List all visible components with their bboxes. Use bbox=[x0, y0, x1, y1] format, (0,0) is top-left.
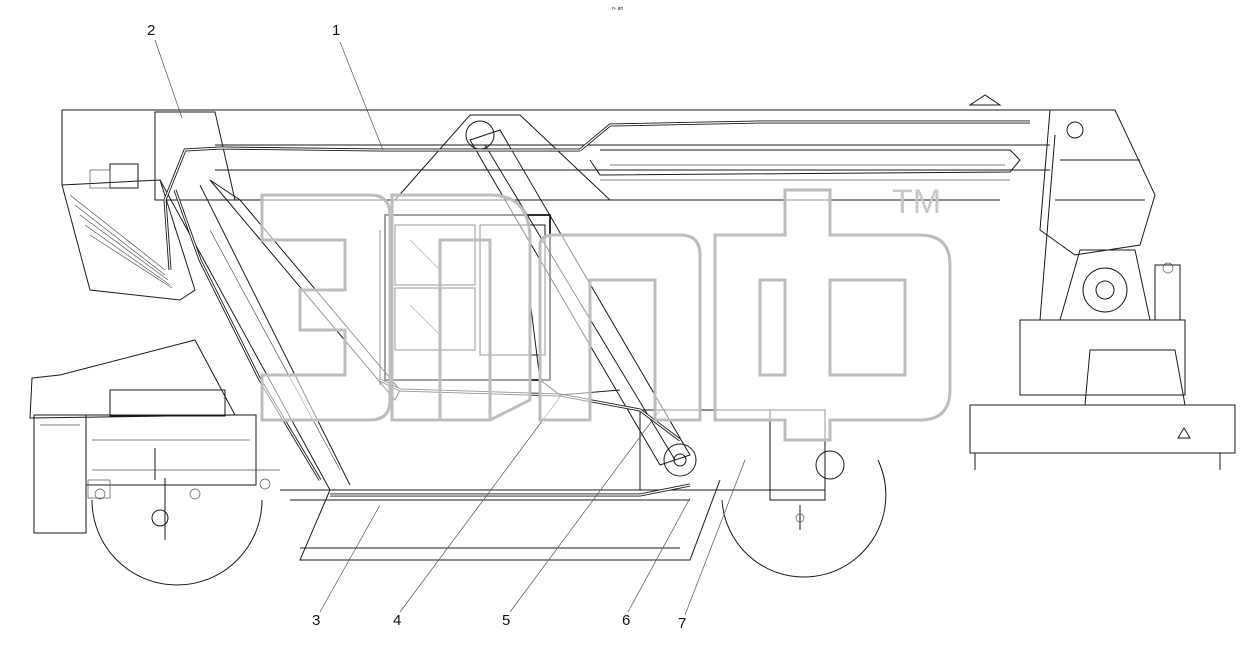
rear-frame bbox=[29, 339, 280, 540]
header-tag: п- вп bbox=[612, 6, 624, 12]
trademark-mark: TM bbox=[892, 183, 942, 221]
engine-hood bbox=[61, 109, 1050, 301]
rear-wheel bbox=[91, 499, 263, 586]
callout-6: 6 bbox=[622, 612, 631, 629]
callout-1: 1 bbox=[332, 22, 341, 39]
leader-lines bbox=[154, 39, 746, 616]
watermark-letters bbox=[260, 188, 952, 442]
callout-3: 3 bbox=[312, 612, 321, 629]
boom-head bbox=[968, 94, 1156, 321]
callout-5: 5 bbox=[502, 612, 511, 629]
callout-4: 4 bbox=[393, 612, 402, 629]
callout-2: 2 bbox=[147, 22, 156, 39]
callout-7: 7 bbox=[678, 615, 687, 632]
front-frame bbox=[639, 409, 887, 578]
container-spreader bbox=[969, 262, 1236, 470]
